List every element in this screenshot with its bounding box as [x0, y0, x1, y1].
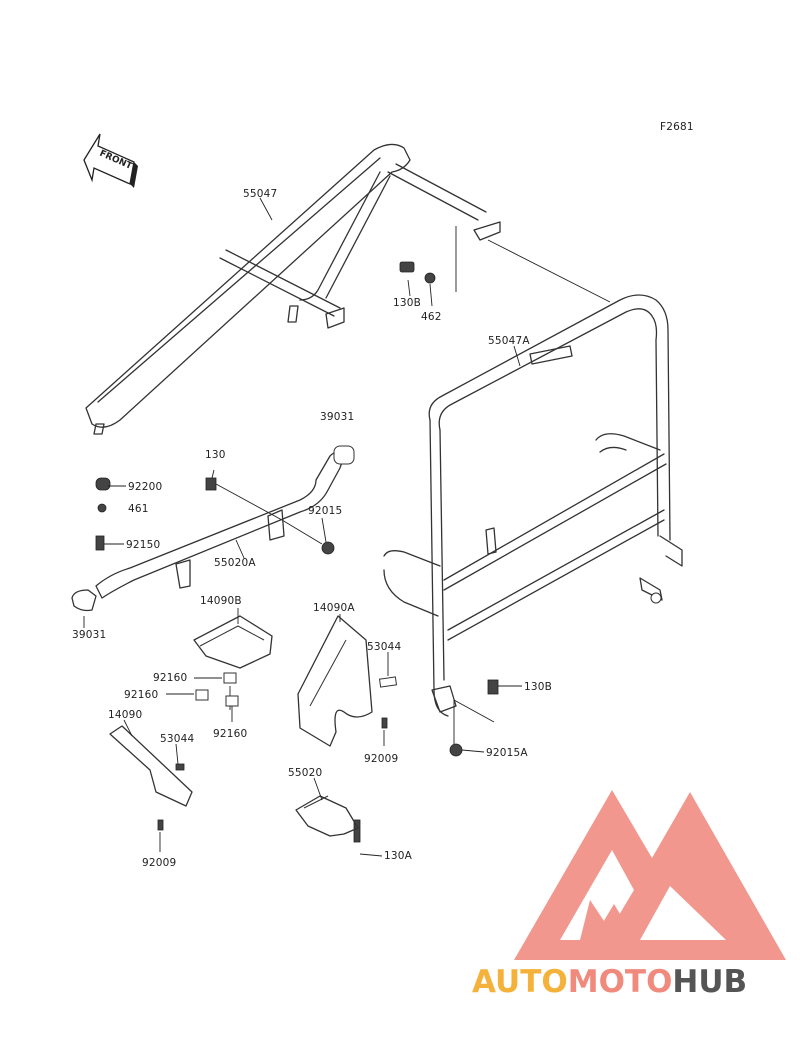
guard-55020 [295, 795, 359, 837]
plate-14090B [193, 615, 273, 669]
label-92009-bottom: 92009 [142, 857, 176, 869]
roof-frame-55047 [85, 143, 501, 435]
leader-lines [83, 197, 522, 857]
cover-14090A [297, 615, 373, 747]
label-39031-bottom: 39031 [72, 629, 106, 641]
watermark-text: AUTOMOTOHUB [472, 964, 747, 1000]
label-53044-left: 53044 [160, 733, 195, 745]
watermark-text-hub: HUB [672, 964, 747, 1000]
label-39031-top: 39031 [320, 411, 354, 423]
label-55047: 55047 [243, 188, 277, 200]
label-461: 461 [128, 503, 149, 515]
cover-14090 [109, 725, 193, 807]
label-130A: 130A [384, 850, 413, 862]
label-14090A: 14090A [313, 602, 355, 614]
label-92160-b: 92160 [124, 689, 158, 701]
label-92015A: 92015A [486, 747, 528, 759]
bumper-55020A [71, 451, 345, 612]
label-92200: 92200 [128, 481, 162, 493]
label-92160-a: 92160 [153, 672, 187, 684]
watermark-text-automoto: AUTOMOTO [472, 964, 672, 1000]
watermark-logo [514, 790, 786, 960]
roll-cage-55047A [383, 294, 683, 717]
label-55020A: 55020A [214, 557, 256, 569]
label-130B-top: 130B [393, 297, 421, 309]
front-arrow-icon: FRONT [83, 133, 138, 188]
label-92150: 92150 [126, 539, 160, 551]
label-130: 130 [205, 449, 226, 461]
label-92015: 92015 [308, 505, 342, 517]
label-14090B: 14090B [200, 595, 242, 607]
label-14090: 14090 [108, 709, 142, 721]
label-55047A: 55047A [488, 335, 530, 347]
label-92009-mid: 92009 [364, 753, 398, 765]
label-55020: 55020 [288, 767, 322, 779]
hardware [95, 261, 499, 843]
figure-code: F2681 [660, 121, 694, 133]
label-462: 462 [421, 311, 442, 323]
cap-39031-top [333, 445, 355, 465]
label-92160-c: 92160 [213, 728, 247, 740]
label-53044-right: 53044 [367, 641, 402, 653]
label-130B-right: 130B [524, 681, 552, 693]
